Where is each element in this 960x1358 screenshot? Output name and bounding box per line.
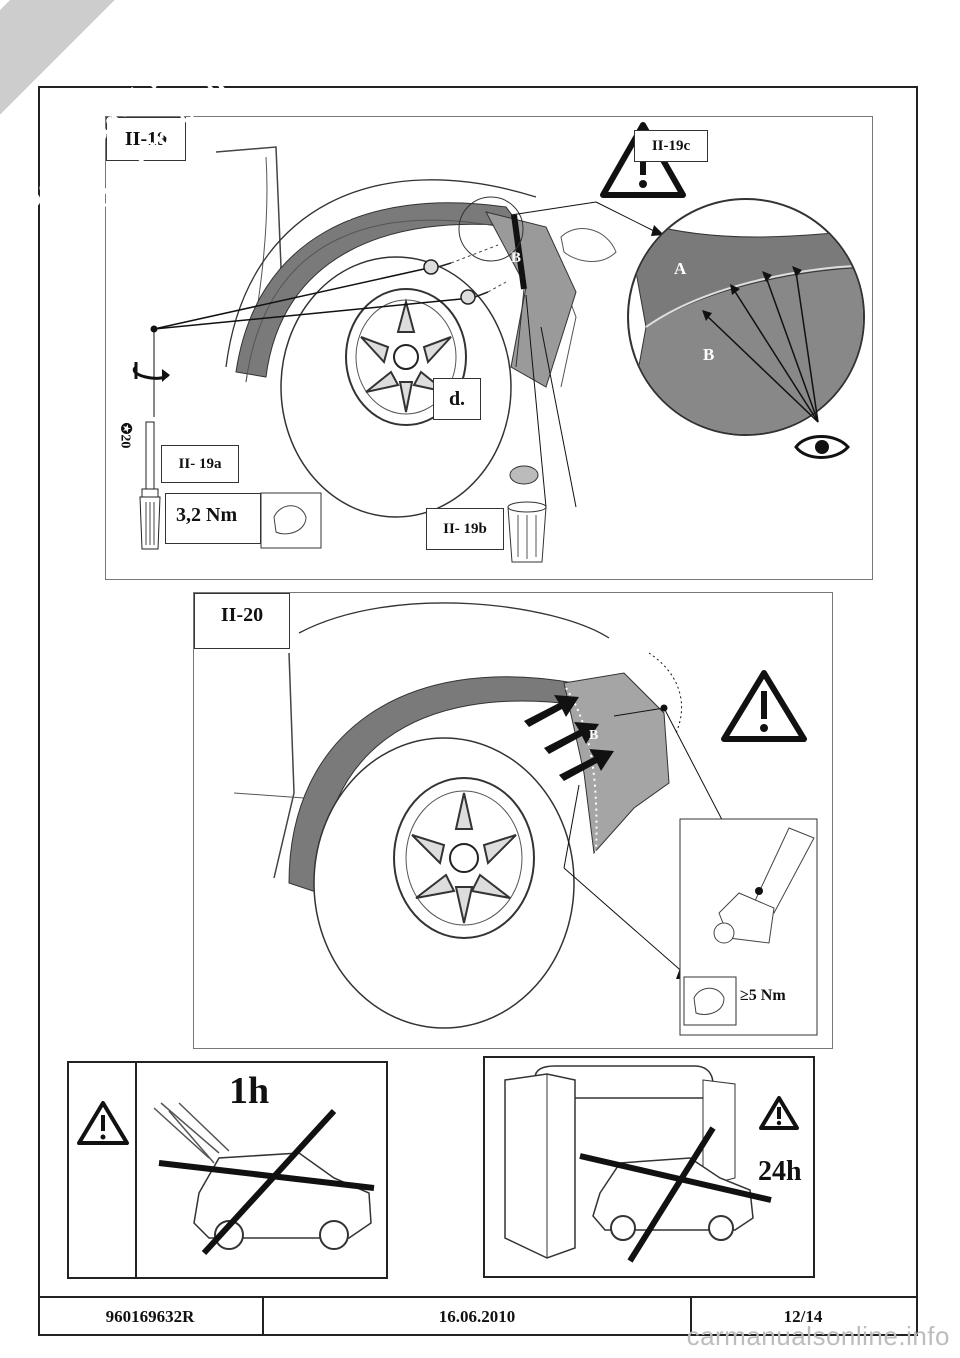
figure-ii-19-drawing xyxy=(132,122,865,563)
torque-3-2-label: 3,2 Nm xyxy=(165,493,261,544)
figure-ii-19-label: II-19 xyxy=(106,117,186,161)
fig20-part-b-label: B xyxy=(589,728,599,743)
part-b-label: B xyxy=(511,250,522,266)
figure-ii-20-drawing xyxy=(233,602,818,1036)
torx-icon: ✪ xyxy=(117,422,133,435)
one-hour-label: 1h xyxy=(229,1070,270,1112)
no-rain-drawing xyxy=(77,1101,375,1256)
figure-ii-19a-label: II- 19a xyxy=(161,445,239,483)
footer-reference: 960169632R xyxy=(38,1298,264,1336)
zoom-part-b-label: B xyxy=(703,345,715,364)
no-carwash-drawing xyxy=(504,1065,799,1263)
tool-size-value: 20 xyxy=(117,434,133,449)
figure-ii-19-panel: II-19 II-19c II- 19a II- 19b d. 3,2 Nm A… xyxy=(105,116,873,580)
fig20-part-a-label: A xyxy=(430,655,443,674)
footer-date: 16.06.2010 xyxy=(264,1298,692,1336)
no-carwash-panel: 24h xyxy=(483,1056,815,1278)
torque-5-label: ≥5 Nm xyxy=(740,987,786,1004)
site-watermark: carmanualsonline.info xyxy=(686,1321,950,1351)
figure-ii-19b-label: II- 19b xyxy=(426,508,504,550)
no-rain-panel: 1h xyxy=(67,1061,388,1279)
figure-ii-19c-label: II-19c xyxy=(634,130,708,162)
zoom-part-a-label: A xyxy=(674,259,687,278)
footer: 960169632R 16.06.2010 12/14 xyxy=(38,1296,918,1336)
page-frame xyxy=(38,86,918,1336)
callout-d: d. xyxy=(433,378,481,420)
tool-size-label: ✪20 xyxy=(116,423,133,449)
no-rain-divider xyxy=(135,1063,137,1277)
figure-ii-20-label: II-20 xyxy=(194,593,290,649)
part-a-label: A xyxy=(338,205,351,224)
footer-page-number: 12/14 xyxy=(783,1307,823,1326)
twenty-four-hour-label: 24h xyxy=(758,1156,802,1187)
figure-ii-20-panel: II-20 A B ≥5 Nm xyxy=(193,592,833,1049)
